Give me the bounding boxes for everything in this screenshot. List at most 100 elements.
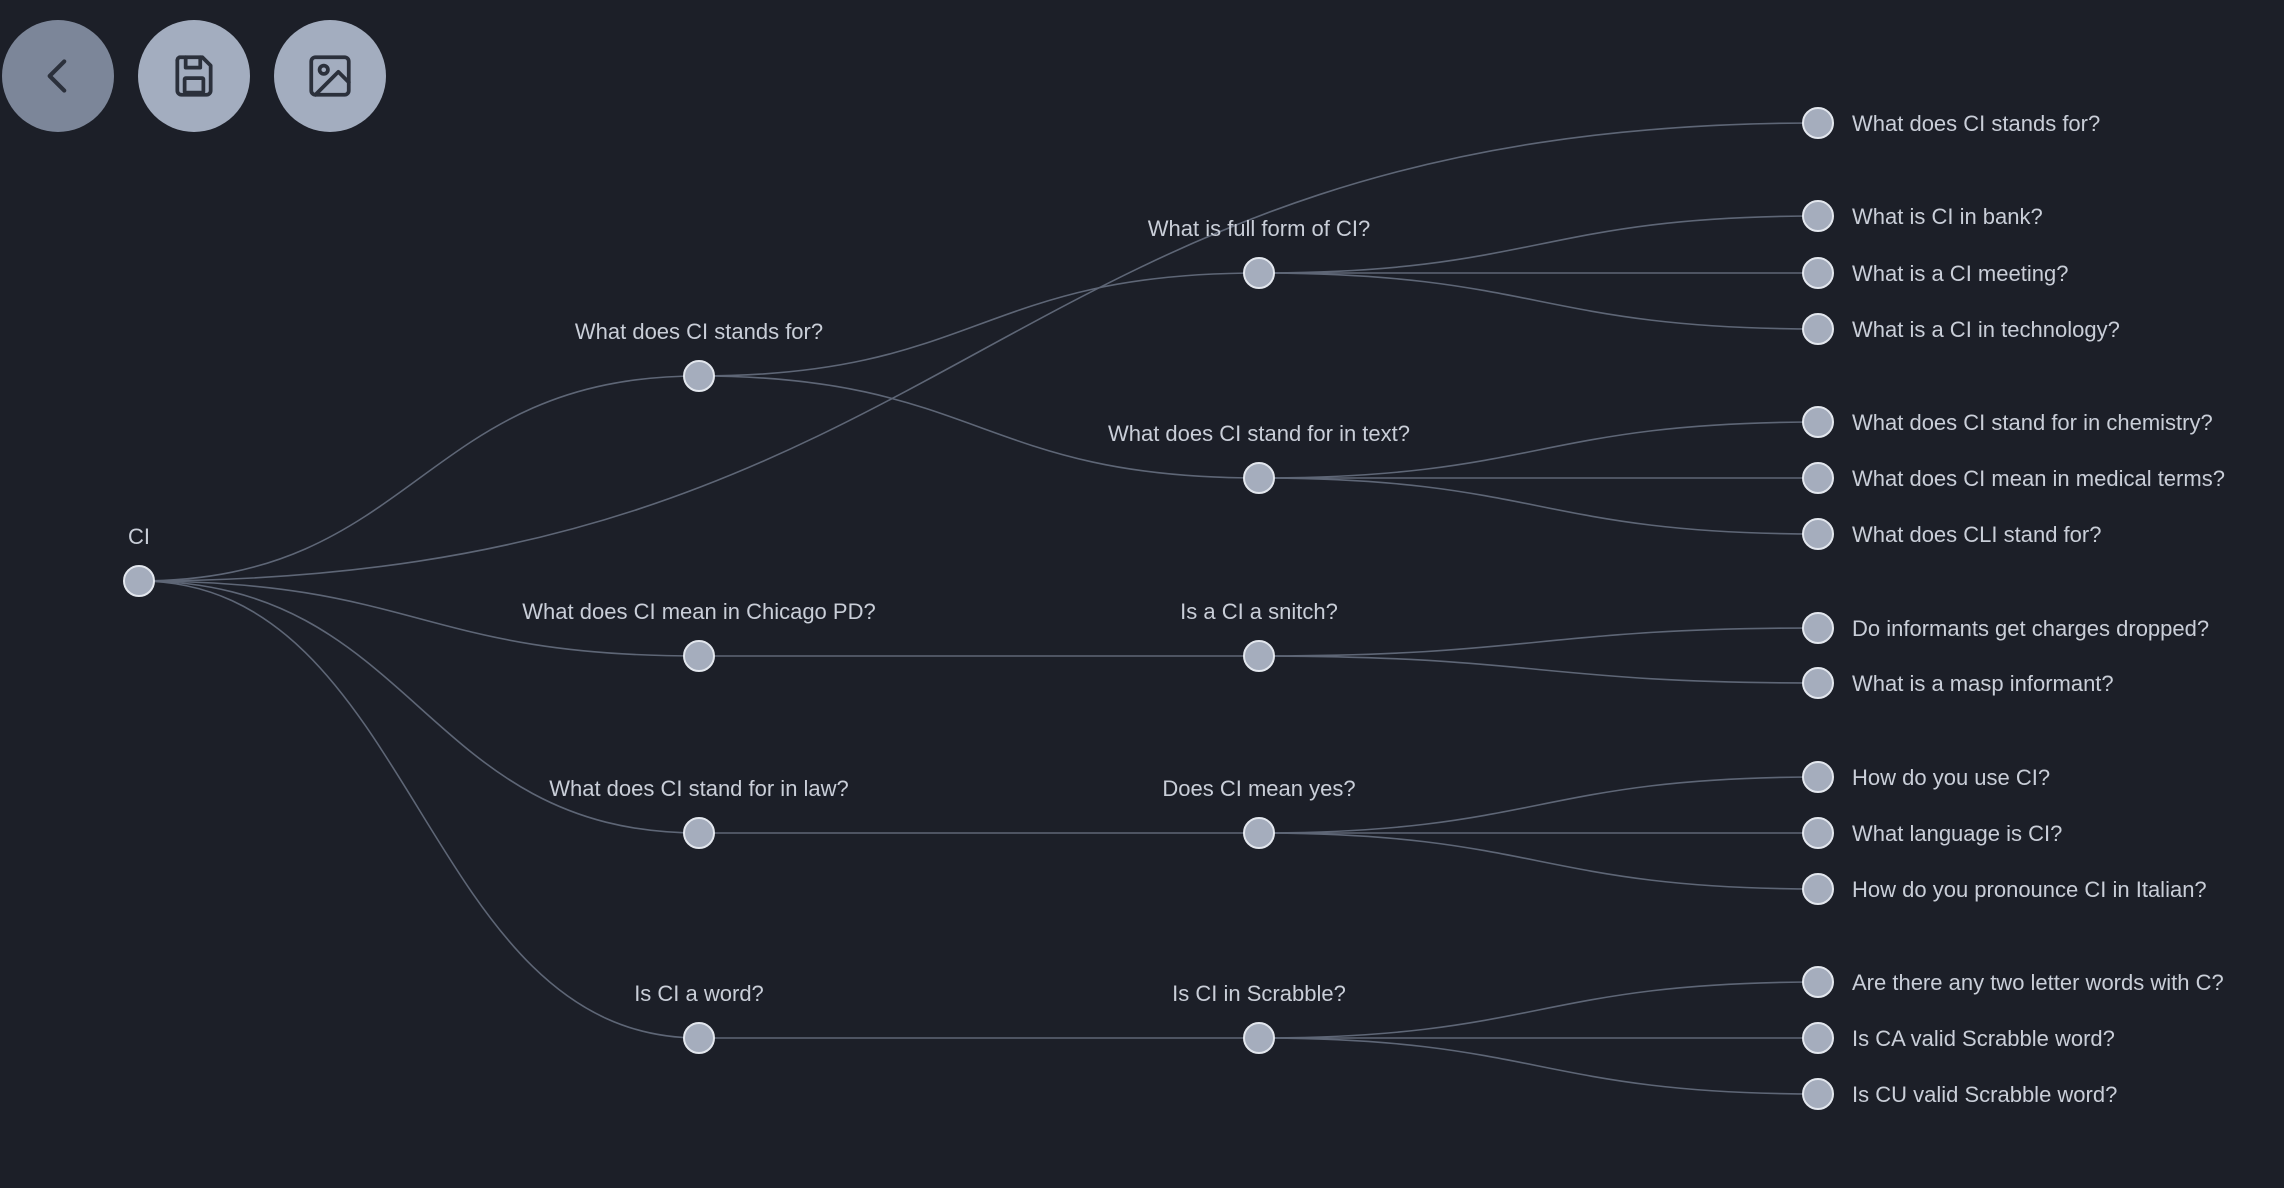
node-label-how-do-you-pronounce-ci-in-italian[interactable]: How do you pronounce CI in Italian? xyxy=(1852,877,2207,902)
node-label-what-does-ci-stand-for-in-chemistry[interactable]: What does CI stand for in chemistry? xyxy=(1852,410,2213,435)
tree-node-n1a[interactable]: What is full form of CI? xyxy=(1148,216,1371,289)
node-label-is-a-ci-a-snitch[interactable]: Is a CI a snitch? xyxy=(1180,599,1338,624)
node-label-does-ci-mean-yes[interactable]: Does CI mean yes? xyxy=(1162,776,1355,801)
tree-node-n1a1[interactable]: What is CI in bank? xyxy=(1802,200,2043,232)
node-circle[interactable] xyxy=(683,817,715,849)
edge-n3a-n3a1 xyxy=(1258,776,1819,834)
node-label-what-does-ci-stand-for-in-law[interactable]: What does CI stand for in law? xyxy=(549,776,849,801)
tree-node-n3[interactable]: What does CI stand for in law? xyxy=(549,776,849,849)
edge-n4a-n4a1 xyxy=(1258,981,1819,1039)
node-label-what-does-ci-stand-for-in-text[interactable]: What does CI stand for in text? xyxy=(1108,421,1410,446)
export-image-button[interactable] xyxy=(274,20,386,132)
save-button[interactable] xyxy=(138,20,250,132)
node-circle[interactable] xyxy=(1243,640,1275,672)
node-circle[interactable] xyxy=(683,360,715,392)
tree-node-n3a3[interactable]: How do you pronounce CI in Italian? xyxy=(1802,873,2207,905)
node-circle[interactable] xyxy=(1802,518,1834,550)
edge-n2a-n2a2 xyxy=(1258,655,1819,684)
node-circle[interactable] xyxy=(1243,817,1275,849)
edge-n4a-n4a3 xyxy=(1258,1037,1819,1095)
tree-node-n4[interactable]: Is CI a word? xyxy=(634,981,764,1054)
edge-n2a-n2a1 xyxy=(1258,627,1819,657)
node-circle[interactable] xyxy=(1802,257,1834,289)
node-circle[interactable] xyxy=(1802,107,1834,139)
edge-n1a-n1a3 xyxy=(1258,272,1819,330)
node-label-what-is-a-ci-meeting[interactable]: What is a CI meeting? xyxy=(1852,261,2068,286)
tree-node-root[interactable]: CI xyxy=(123,524,155,597)
node-label-what-is-ci-in-bank[interactable]: What is CI in bank? xyxy=(1852,204,2043,229)
node-circle[interactable] xyxy=(683,640,715,672)
node-circle[interactable] xyxy=(1802,406,1834,438)
edge-root-n0 xyxy=(138,122,1819,582)
node-circle[interactable] xyxy=(1243,1022,1275,1054)
node-label-what-does-ci-stands-for[interactable]: What does CI stands for? xyxy=(1852,111,2100,136)
tree-node-n2a[interactable]: Is a CI a snitch? xyxy=(1180,599,1338,672)
tree-node-n1b[interactable]: What does CI stand for in text? xyxy=(1108,421,1410,494)
node-label-what-does-ci-stands-for[interactable]: What does CI stands for? xyxy=(575,319,823,344)
node-circle[interactable] xyxy=(123,565,155,597)
node-circle[interactable] xyxy=(1802,462,1834,494)
node-label-what-is-a-masp-informant[interactable]: What is a masp informant? xyxy=(1852,671,2114,696)
node-label-how-do-you-use-ci[interactable]: How do you use CI? xyxy=(1852,765,2050,790)
node-circle[interactable] xyxy=(1243,257,1275,289)
node-circle[interactable] xyxy=(1802,761,1834,793)
tree-node-n1b1[interactable]: What does CI stand for in chemistry? xyxy=(1802,406,2213,438)
edge-n3a-n3a3 xyxy=(1258,832,1819,890)
node-circle[interactable] xyxy=(1802,817,1834,849)
tree-node-n3a[interactable]: Does CI mean yes? xyxy=(1162,776,1356,849)
edge-n1-n1a xyxy=(698,272,1260,377)
tree-node-n2a2[interactable]: What is a masp informant? xyxy=(1802,667,2114,699)
edge-n1b-n1b1 xyxy=(1258,421,1819,479)
node-circle[interactable] xyxy=(683,1022,715,1054)
node-label-what-is-a-ci-in-technology[interactable]: What is a CI in technology? xyxy=(1852,317,2120,342)
back-button[interactable] xyxy=(2,20,114,132)
tree-node-n1a3[interactable]: What is a CI in technology? xyxy=(1802,313,2120,345)
tree-node-n4a1[interactable]: Are there any two letter words with C? xyxy=(1802,966,2224,998)
edge-n1b-n1b3 xyxy=(1258,477,1819,535)
node-label-is-cu-valid-scrabble-word[interactable]: Is CU valid Scrabble word? xyxy=(1852,1082,2117,1107)
tree-node-n3a1[interactable]: How do you use CI? xyxy=(1802,761,2050,793)
node-label-what-does-ci-mean-in-medical-terms[interactable]: What does CI mean in medical terms? xyxy=(1852,466,2225,491)
node-circle[interactable] xyxy=(1802,1022,1834,1054)
tree-node-n1b2[interactable]: What does CI mean in medical terms? xyxy=(1802,462,2225,494)
chevron-left-icon xyxy=(47,59,67,93)
node-label-what-does-ci-mean-in-chicago-pd[interactable]: What does CI mean in Chicago PD? xyxy=(522,599,875,624)
edge-root-n2 xyxy=(138,580,700,657)
node-circle[interactable] xyxy=(1802,313,1834,345)
tree-nodes: CI What does CI stands for? What is full f… xyxy=(123,107,2225,1110)
node-label-what-is-full-form-of-ci[interactable]: What is full form of CI? xyxy=(1148,216,1371,241)
node-label-are-there-any-two-letter-words-with-c[interactable]: Are there any two letter words with C? xyxy=(1852,970,2224,995)
node-label-what-does-cli-stand-for[interactable]: What does CLI stand for? xyxy=(1852,522,2101,547)
node-label-is-ci-in-scrabble[interactable]: Is CI in Scrabble? xyxy=(1172,981,1346,1006)
tree-node-n2[interactable]: What does CI mean in Chicago PD? xyxy=(522,599,876,672)
tree-node-n4a2[interactable]: Is CA valid Scrabble word? xyxy=(1802,1022,2115,1054)
tree-node-n4a[interactable]: Is CI in Scrabble? xyxy=(1172,981,1346,1054)
tree-node-n4a3[interactable]: Is CU valid Scrabble word? xyxy=(1802,1078,2117,1110)
edge-n1-n1b xyxy=(698,375,1260,479)
tree-node-n1a2[interactable]: What is a CI meeting? xyxy=(1802,257,2068,289)
tree-node-n1b3[interactable]: What does CLI stand for? xyxy=(1802,518,2101,550)
node-circle[interactable] xyxy=(1243,462,1275,494)
node-circle[interactable] xyxy=(1802,612,1834,644)
node-label-is-ca-valid-scrabble-word[interactable]: Is CA valid Scrabble word? xyxy=(1852,1026,2115,1051)
node-label-ci[interactable]: CI xyxy=(128,524,150,549)
node-label-do-informants-get-charges-dropped[interactable]: Do informants get charges dropped? xyxy=(1852,616,2209,641)
image-icon xyxy=(309,55,351,97)
node-circle[interactable] xyxy=(1802,873,1834,905)
node-label-is-ci-a-word[interactable]: Is CI a word? xyxy=(634,981,764,1006)
tree-node-n2a1[interactable]: Do informants get charges dropped? xyxy=(1802,612,2209,644)
tree-node-n3a2[interactable]: What language is CI? xyxy=(1802,817,2062,849)
edge-root-n4 xyxy=(138,580,700,1039)
node-circle[interactable] xyxy=(1802,1078,1834,1110)
edge-root-n3 xyxy=(138,580,700,834)
node-circle[interactable] xyxy=(1802,667,1834,699)
node-label-what-language-is-ci[interactable]: What language is CI? xyxy=(1852,821,2062,846)
save-icon xyxy=(175,55,213,97)
tree-node-n0[interactable]: What does CI stands for? xyxy=(1802,107,2100,139)
tree-edges xyxy=(138,122,1819,1095)
edge-n1a-n1a1 xyxy=(1258,215,1819,274)
node-circle[interactable] xyxy=(1802,966,1834,998)
node-circle[interactable] xyxy=(1802,200,1834,232)
tree-node-n1[interactable]: What does CI stands for? xyxy=(575,319,823,392)
